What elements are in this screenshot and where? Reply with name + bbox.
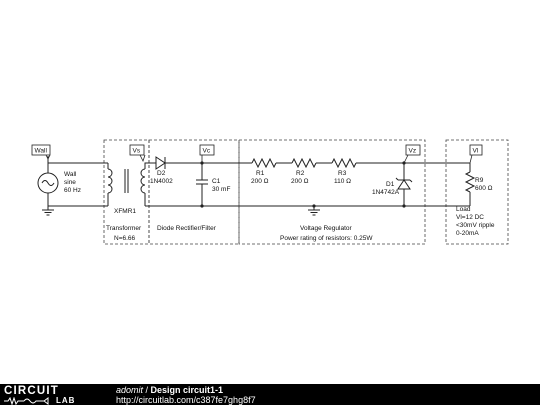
filter-capacitor	[196, 163, 208, 206]
probe-vs[interactable]: Vs	[129, 144, 146, 163]
transformer-ratio: N=6.66	[114, 235, 136, 242]
load-title: Load	[456, 206, 471, 213]
capacitor-value: 30 mF	[212, 186, 230, 193]
zener-name: D1	[386, 181, 395, 188]
resistor-1-value: 200 Ω	[251, 178, 269, 185]
load-resistor-name: R9	[475, 177, 484, 184]
rectifier-section-title: Diode Rectifier/Filter	[157, 225, 217, 232]
resistor-chain	[251, 157, 470, 169]
circuit-schematic: Wall sine 60 Hz XFMR1 Transformer N=6.66…	[31, 139, 509, 245]
resistor-1-name: R1	[256, 170, 265, 177]
transformer-name: XFMR1	[114, 208, 136, 215]
load-resistor-value: 600 Ω	[475, 185, 493, 192]
zener-diode	[395, 163, 413, 206]
regulator-section-title: Voltage Regulator	[300, 225, 353, 232]
design-byline: adomit / Design circuit1-1	[116, 385, 223, 395]
footer-bar: CIRCUIT LAB adomit / Design circuit1-1 h…	[0, 384, 540, 405]
load-spec-ripple: <30mV ripple	[456, 222, 495, 229]
design-url-link[interactable]: http://circuitlab.com/c387fe7ghg8f7	[116, 395, 256, 405]
zener-part: 1N4742A	[372, 189, 400, 196]
resistor-3-name: R3	[338, 170, 347, 177]
source-frequency: 60 Hz	[64, 187, 81, 194]
design-title: Design circuit1-1	[150, 385, 224, 395]
resistor-3-value: 110 Ω	[334, 178, 351, 185]
ground-symbol	[308, 206, 320, 216]
probe-vc[interactable]: Vc	[199, 144, 215, 163]
svg-text:Vz: Vz	[409, 147, 417, 154]
circuitlab-logo[interactable]: CIRCUIT LAB	[4, 385, 76, 405]
probe-vz[interactable]: Vz	[403, 144, 421, 164]
load-resistor	[464, 163, 476, 206]
load-spec-voltage: Vl=12 DC	[456, 214, 484, 221]
svg-text:Vs: Vs	[133, 147, 141, 154]
resistor-2-name: R2	[296, 170, 305, 177]
probe-vl[interactable]: Vl	[469, 144, 483, 164]
source-type: sine	[64, 179, 76, 186]
regulator-note: Power rating of resistors: 0.25W	[280, 235, 373, 242]
svg-text:Vc: Vc	[203, 147, 211, 154]
diode-part: 1N4002	[150, 178, 173, 185]
regulator-section-box	[238, 139, 426, 245]
svg-text:Wall: Wall	[35, 147, 48, 154]
resistor-2-value: 200 Ω	[291, 178, 309, 185]
ground-symbol	[42, 206, 54, 216]
byline-separator: /	[143, 385, 151, 395]
waveform-icon	[4, 397, 49, 405]
transformer	[107, 162, 156, 206]
load-section-box	[445, 139, 509, 245]
capacitor-name: C1	[212, 178, 221, 185]
probe-wall[interactable]: Wall	[31, 144, 51, 160]
load-spec-current: 0-20mA	[456, 230, 479, 237]
rectifier-diode	[155, 156, 252, 170]
source-name: Wall	[64, 171, 77, 178]
svg-text:Vl: Vl	[473, 147, 479, 154]
author-link[interactable]: adomit	[116, 385, 144, 395]
diode-name: D2	[157, 170, 166, 177]
transformer-section-title: Transformer	[106, 225, 142, 232]
